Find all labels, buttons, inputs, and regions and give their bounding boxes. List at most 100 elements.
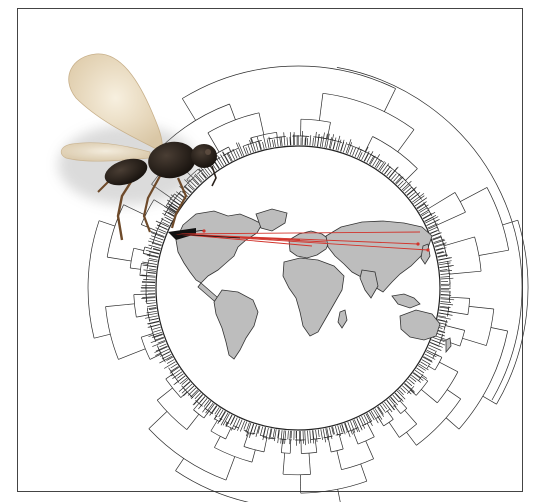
tree-branch — [130, 268, 140, 269]
tree-branch — [166, 374, 173, 379]
tree-leaf — [152, 341, 165, 346]
tree-node-arc — [148, 261, 149, 265]
tree-leaf — [236, 150, 239, 157]
tree-leaf — [341, 142, 344, 152]
tree-branch — [384, 89, 395, 112]
tree-branch — [366, 441, 374, 459]
tree-node-arc — [134, 295, 137, 318]
tree-leaf — [217, 155, 223, 165]
tree-branch — [290, 440, 291, 454]
tree-branch — [176, 458, 184, 470]
tree-leaf — [231, 418, 237, 431]
tree-leaf — [387, 400, 395, 410]
tree-node-arc — [459, 331, 508, 429]
tree-branch — [398, 130, 414, 152]
tree-branch — [328, 437, 331, 452]
tree-node-arc — [486, 309, 494, 346]
tree-branch — [479, 250, 509, 255]
tree-leaf — [263, 427, 266, 440]
tree-leaf — [440, 304, 453, 305]
tree-leaf — [148, 324, 160, 327]
tree-leaf — [188, 388, 196, 396]
link-endpoint-marker — [416, 242, 419, 245]
tree-branch — [449, 271, 481, 274]
tree-node-arc — [197, 172, 199, 174]
tree-branch — [463, 338, 487, 345]
tree-leaf — [362, 147, 369, 160]
tree-leaf — [440, 270, 452, 271]
tree-branch — [444, 237, 475, 246]
tree-leaf — [164, 362, 175, 369]
tree-node-arc — [487, 187, 509, 250]
tree-leaf — [441, 277, 450, 278]
tree-leaf — [343, 142, 346, 152]
tree-leaf — [430, 231, 437, 234]
wasp-eye — [205, 149, 211, 155]
tree-node-arc — [497, 220, 529, 404]
tree-leaf — [411, 194, 419, 200]
tree-branch — [315, 439, 317, 452]
tree-branch — [367, 423, 374, 437]
tree-branch — [389, 422, 399, 437]
tree-node-arc — [341, 433, 343, 434]
tree-branch — [421, 390, 437, 403]
tree-node-arc — [301, 481, 367, 493]
tree-leaf — [323, 429, 326, 443]
tree-branch — [106, 304, 135, 307]
tree-leaf — [251, 138, 255, 151]
tree-leaf — [329, 428, 332, 439]
tree-node-arc — [455, 192, 466, 212]
tree-branch — [281, 439, 282, 453]
tree-leaf — [248, 145, 251, 153]
tree-branch — [407, 432, 417, 445]
tree-leaf — [430, 230, 438, 233]
tree-leaf — [305, 431, 306, 445]
tree-leaf — [226, 415, 232, 427]
tree-leaf — [439, 261, 452, 263]
tree-leaf — [439, 263, 450, 265]
tree-leaf — [393, 174, 400, 182]
tree-node-arc — [475, 237, 482, 271]
tree-leaf — [440, 274, 450, 275]
tree-leaf — [288, 431, 289, 440]
tree-leaf — [191, 390, 198, 397]
tree-branch — [319, 93, 323, 120]
tree-leaf — [149, 269, 156, 270]
tree-leaf — [260, 427, 262, 436]
wasp-head — [191, 144, 217, 168]
tree-node-arc — [151, 328, 152, 331]
tree-branch — [405, 410, 417, 424]
tree-leaf — [287, 137, 288, 145]
tree-leaf — [290, 431, 291, 444]
tree-leaf — [151, 338, 164, 343]
tree-node-arc — [130, 248, 134, 268]
tree-branch — [450, 297, 470, 298]
tree-branch — [445, 326, 464, 331]
tree-leaf — [315, 132, 317, 146]
tree-leaf — [267, 140, 269, 148]
tree-leaf — [162, 222, 169, 225]
tree-branch — [361, 464, 367, 481]
tree-node-arc — [88, 221, 99, 339]
tree-branch — [338, 489, 341, 502]
tree-node-arc — [323, 93, 414, 129]
tree-leaf — [428, 348, 436, 352]
tree-branch — [118, 349, 145, 360]
link-endpoint-marker — [202, 229, 205, 232]
tree-leaf — [441, 278, 454, 279]
tree-leaf — [431, 233, 440, 237]
tree-leaf — [153, 330, 162, 333]
tree-node-arc — [460, 330, 465, 346]
tree-branch — [211, 421, 217, 432]
tree-node-arc — [442, 334, 443, 338]
tree-leaf — [395, 393, 403, 402]
tree-leaf — [382, 164, 389, 173]
tree-leaf — [284, 132, 285, 145]
tree-leaf — [429, 227, 437, 231]
tree-branch — [406, 169, 418, 181]
tree-node-arc — [208, 113, 259, 133]
tree-leaf — [438, 258, 452, 261]
tree-branch — [447, 390, 461, 399]
tree-node-arc — [281, 453, 290, 454]
tree-leaf — [336, 136, 340, 150]
